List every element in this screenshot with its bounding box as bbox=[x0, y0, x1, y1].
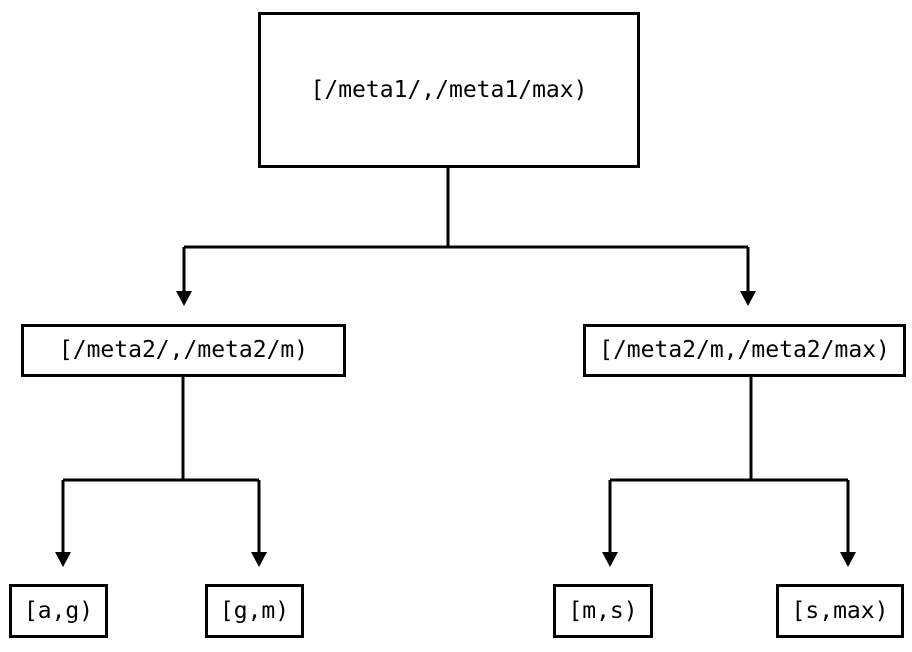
arrowhead-to-leaf-ms bbox=[602, 552, 618, 567]
node-leaf-ag[interactable]: [a,g) bbox=[9, 584, 108, 638]
arrowhead-to-meta2-high bbox=[740, 291, 756, 306]
node-root[interactable]: [/meta1/,/meta1/max) bbox=[258, 12, 640, 168]
node-leaf-smax-label: [s,max) bbox=[791, 597, 889, 624]
arrowhead-to-leaf-gm bbox=[251, 552, 267, 567]
node-meta2-high-label: [/meta2/m,/meta2/max) bbox=[599, 337, 890, 363]
arrowhead-to-leaf-ag bbox=[55, 552, 71, 567]
node-meta2-low[interactable]: [/meta2/,/meta2/m) bbox=[21, 324, 346, 377]
node-leaf-gm-label: [g,m) bbox=[219, 597, 290, 624]
node-leaf-ms[interactable]: [m,s) bbox=[553, 584, 653, 638]
arrowhead-to-leaf-smax bbox=[840, 552, 856, 567]
node-leaf-smax[interactable]: [s,max) bbox=[776, 584, 904, 638]
node-root-label: [/meta1/,/meta1/max) bbox=[310, 76, 588, 103]
node-meta2-high[interactable]: [/meta2/m,/meta2/max) bbox=[583, 324, 906, 377]
node-leaf-ms-label: [m,s) bbox=[568, 597, 638, 624]
node-leaf-ag-label: [a,g) bbox=[23, 597, 94, 624]
node-leaf-gm[interactable]: [g,m) bbox=[205, 584, 304, 638]
arrowhead-to-meta2-low bbox=[176, 291, 192, 306]
node-meta2-low-label: [/meta2/,/meta2/m) bbox=[58, 337, 309, 363]
